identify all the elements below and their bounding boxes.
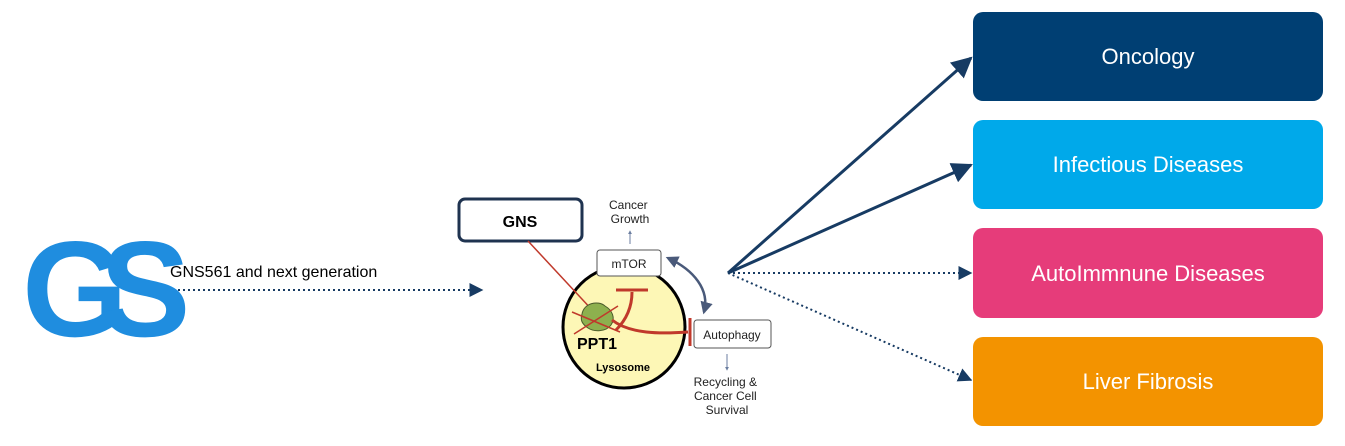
autophagy-label: Autophagy [703,328,760,342]
indication-boxes: Oncology Infectious Diseases AutoImmnune… [973,12,1323,426]
lysosome-label: Lysosome [596,362,650,374]
logo-text: GS [22,213,186,365]
inhibit-mtor [614,291,634,332]
indication-oncology-box [973,12,1323,101]
gns-link-line [527,240,595,313]
cancer-growth-line-2: Growth [611,212,650,226]
survival-label: Recycling & Cancer Cell Survival [694,375,761,417]
indication-liver: Liver Fibrosis [973,337,1323,426]
connector-liver [727,272,973,382]
indication-oncology: Oncology [973,12,1323,101]
ppt1-cross-a [571,311,621,333]
survival-line-1: Recycling & [694,375,757,389]
gns-label: GNS [503,214,538,231]
gns-box: GNS [457,197,584,243]
ppt1-label: PPT1 [577,336,617,353]
gs-logo: GS [22,213,214,365]
cancer-growth-line-1: Cancer [609,198,648,212]
indication-infectious: Infectious Diseases [973,120,1323,209]
connector-oncology [727,56,973,275]
connector-infectious [727,163,973,275]
ppt1-cross-b [573,305,619,335]
indication-infectious-box [973,120,1323,209]
cancer-growth-label: Cancer Growth [609,198,651,226]
mechanism-illustration: mTOR Cancer Growth Autophagy Recycling &… [527,198,772,417]
indication-liver-box [973,337,1323,426]
survival-line-3: Survival [706,403,749,417]
indication-liver-label: Liver Fibrosis [1083,369,1214,394]
mtor-autophagy-arrow [665,256,713,315]
connectors [727,56,973,382]
indication-autoimmune-box [973,228,1323,318]
survival-line-2: Cancer Cell [694,389,757,403]
indication-infectious-label: Infectious Diseases [1053,152,1244,177]
flow-label: GNS561 and next generation [170,264,377,281]
indication-autoimmune-label: AutoImmnune Diseases [1031,261,1265,286]
autophagy-box [693,319,772,349]
indication-oncology-label: Oncology [1102,44,1195,69]
inhibit-autophagy [611,318,689,335]
mtor-box [596,249,662,277]
mtor-label: mTOR [611,257,646,271]
indication-autoimmune: AutoImmnune Diseases [973,228,1323,318]
